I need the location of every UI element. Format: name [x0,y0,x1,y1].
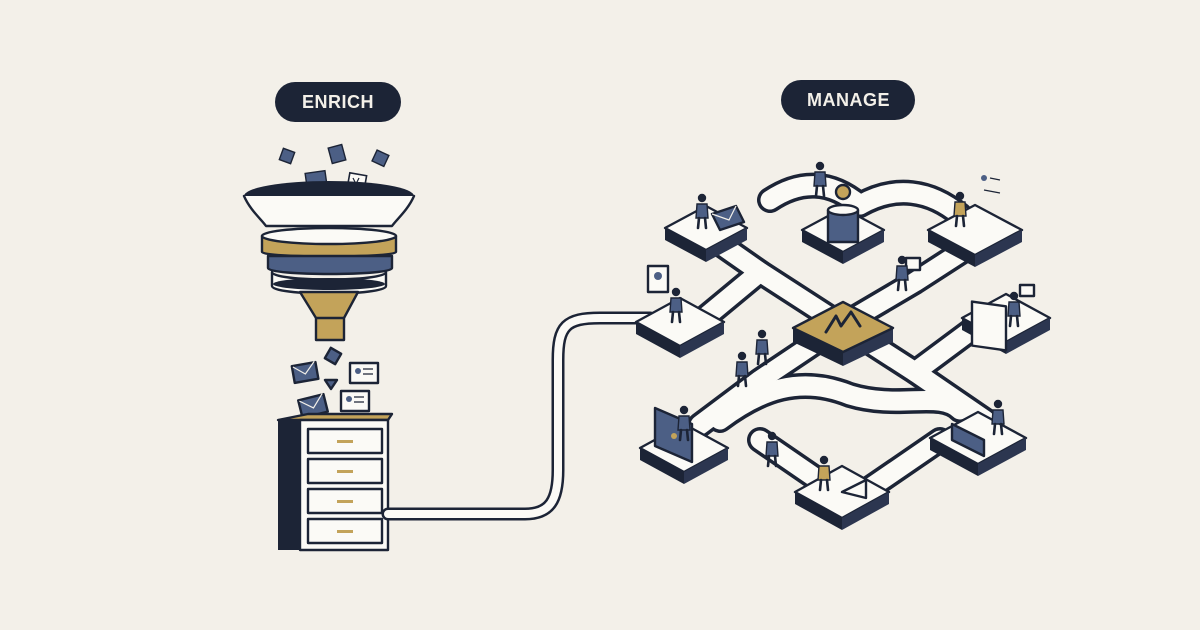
id-card-icon [646,264,1008,352]
id-card-lines [904,175,1036,298]
enrich-label: ENRICH [275,82,401,122]
filing-cabinet-icon [276,412,394,552]
connector-pipe [381,311,657,521]
envelope-icon [290,346,343,420]
platform-tiles [634,203,1052,530]
envelope-icon [710,204,746,232]
manage-label: MANAGE [781,80,915,120]
funnel-icon [242,143,416,342]
ramp-icon [840,478,868,500]
contact-card-icon [339,361,380,413]
brand-logo-icon [791,300,895,366]
kiosk-icon [826,183,860,244]
